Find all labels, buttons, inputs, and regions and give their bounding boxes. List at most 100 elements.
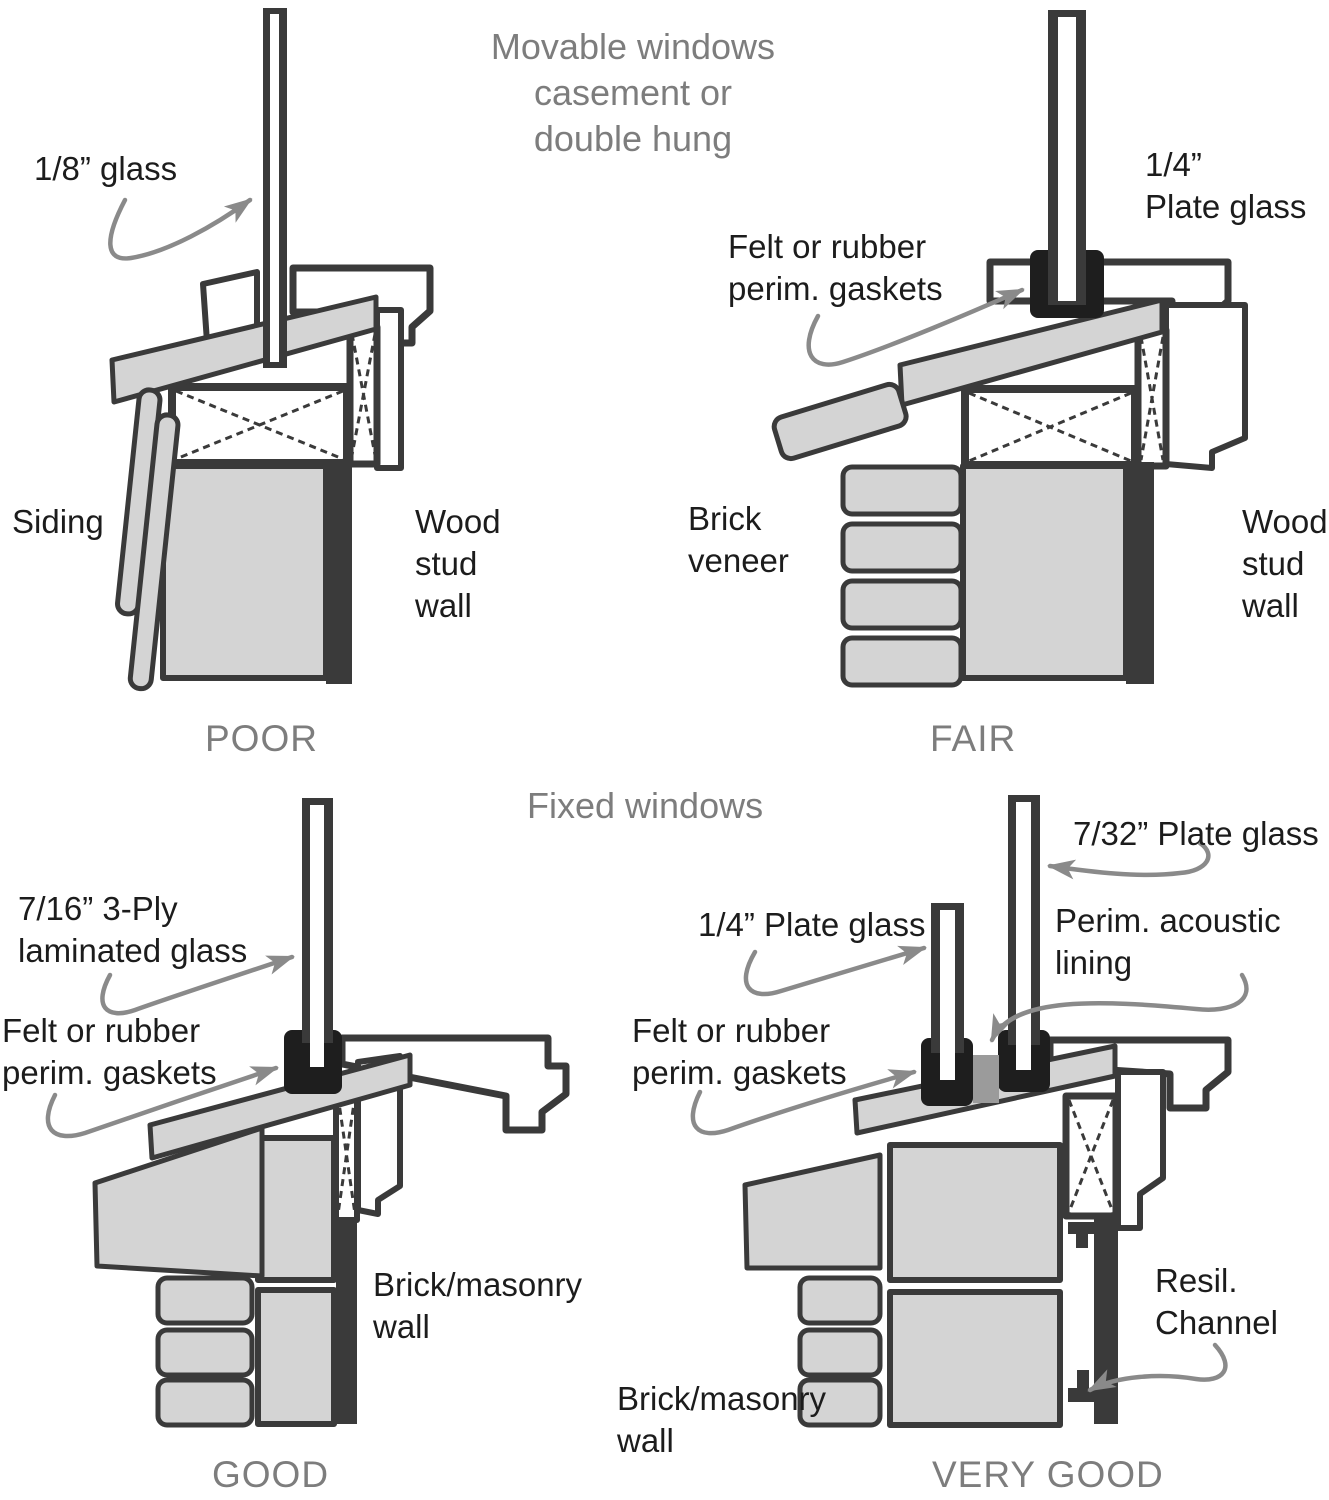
panel-good-drawing <box>45 798 570 1428</box>
label-vg-glass1: 1/4” Plate glass <box>698 904 925 946</box>
header-x <box>968 391 1132 463</box>
label-line: Siding <box>12 503 104 540</box>
masonry-block <box>255 1135 337 1283</box>
arrow-to-glass1 <box>743 945 927 997</box>
label-vg-channel: Resil. Channel <box>1155 1260 1278 1344</box>
stud-hatch <box>350 333 377 456</box>
brick <box>797 1275 883 1326</box>
caption-very-good: VERY GOOD <box>932 1454 1164 1496</box>
title-line: casement or <box>533 72 733 113</box>
tilted-brick <box>771 381 909 462</box>
label-line: Brick <box>688 500 762 537</box>
label-line: Brick/masonry <box>617 1380 827 1417</box>
label-poor-glass: 1/8” glass <box>34 148 177 190</box>
label-siding: Siding <box>12 501 104 543</box>
label-line: veneer <box>688 542 789 579</box>
label-line: Wood <box>1242 503 1328 540</box>
label-vg-gasket: Felt or rubber perim. gaskets <box>632 1010 847 1094</box>
title-line: double hung <box>533 118 733 159</box>
sill-wedge <box>92 1125 265 1279</box>
panel-fair-drawing <box>771 10 1248 688</box>
label-line: Felt or rubber <box>2 1012 201 1049</box>
glass-core <box>1058 17 1076 301</box>
header-x <box>1067 1099 1115 1213</box>
label-vg-lining: Perim. acoustic lining <box>1055 900 1281 984</box>
panel-poor-drawing <box>108 8 434 692</box>
label-fair-gasket: Felt or rubber perim. gaskets <box>728 226 943 310</box>
acoustic-lining <box>973 1055 999 1103</box>
wall-dark-strip <box>336 1222 357 1424</box>
arrow-to-lining <box>989 972 1249 1043</box>
caption-fair: FAIR <box>930 718 1016 760</box>
label-line: Plate glass <box>1145 188 1307 225</box>
channel-clip-top <box>1068 1222 1096 1248</box>
label-vg-wall: Brick/masonry wall <box>617 1378 826 1462</box>
label-line: perim. gaskets <box>728 270 943 307</box>
label-line: 7/32” Plate glass <box>1073 815 1319 852</box>
label-line: Perim. acoustic <box>1055 902 1281 939</box>
wood-stud-wall <box>160 463 329 681</box>
caption-text: FAIR <box>930 718 1017 759</box>
label-line: laminated glass <box>18 932 248 969</box>
arrow-to-gasket <box>45 1065 279 1139</box>
label-line: 1/8” glass <box>34 150 178 187</box>
caption-text: POOR <box>205 718 318 759</box>
masonry-block <box>887 1289 1063 1428</box>
caption-text: VERY GOOD <box>932 1454 1164 1495</box>
caption-good: GOOD <box>212 1454 329 1496</box>
brick <box>155 1275 255 1326</box>
label-brick-veneer: Brick veneer <box>688 498 789 582</box>
jamb-trim <box>1115 1069 1166 1231</box>
stud-hatch <box>336 1095 357 1215</box>
glass-core <box>1016 802 1031 1070</box>
label-line: 1/4” <box>1145 146 1202 183</box>
label-vg-glass2: 7/32” Plate glass <box>1073 813 1319 855</box>
wall-dark-strip <box>1126 462 1154 684</box>
label-good-gasket: Felt or rubber perim. gaskets <box>2 1010 217 1094</box>
arrow-to-gasket <box>690 1069 917 1136</box>
brick <box>840 578 964 631</box>
arrow-to-glass <box>100 954 295 1016</box>
label-line: stud <box>1242 545 1305 582</box>
arrow-to-glass <box>108 197 253 261</box>
jamb-trim <box>374 307 404 471</box>
panel-very-good-drawing <box>690 795 1249 1428</box>
title-movable-windows: Movable windows casement or double hung <box>448 24 818 162</box>
masonry-block <box>255 1287 337 1427</box>
label-line: wall <box>415 587 472 624</box>
label-line: wall <box>1242 587 1299 624</box>
label-line: Brick/masonry <box>373 1266 583 1303</box>
glass-core <box>270 14 279 362</box>
header-x <box>175 389 344 461</box>
brick <box>155 1327 255 1378</box>
arrow-to-gasket <box>806 287 1025 367</box>
wall-dark-strip <box>326 462 352 684</box>
arrow-to-channel <box>1087 1342 1228 1393</box>
label-poor-wall: Wood stud wall <box>415 501 501 627</box>
label-good-glass: 7/16” 3-Ply laminated glass <box>18 888 247 972</box>
glass-core <box>940 910 955 1080</box>
brick <box>840 464 964 517</box>
caption-text: GOOD <box>212 1454 330 1495</box>
label-line: 7/16” 3-Ply <box>18 890 178 927</box>
caption-poor: POOR <box>205 718 318 760</box>
brick <box>797 1377 883 1428</box>
wood-stud-wall <box>960 463 1129 681</box>
masonry-block <box>887 1142 1063 1283</box>
glass-core <box>310 805 324 1067</box>
label-good-wall: Brick/masonry wall <box>373 1264 582 1348</box>
label-line: Felt or rubber <box>632 1012 831 1049</box>
title-line: Movable windows <box>490 26 776 67</box>
brick <box>797 1327 883 1378</box>
label-fair-wall: Wood stud wall <box>1242 501 1328 627</box>
brick <box>840 635 964 688</box>
label-line: perim. gaskets <box>2 1054 217 1091</box>
channel-clip-stem <box>1077 1370 1089 1388</box>
label-line: lining <box>1055 944 1133 981</box>
label-line: wall <box>373 1308 430 1345</box>
brick <box>840 521 964 574</box>
resilient-channel-bar <box>1094 1214 1118 1424</box>
brick <box>155 1377 255 1428</box>
